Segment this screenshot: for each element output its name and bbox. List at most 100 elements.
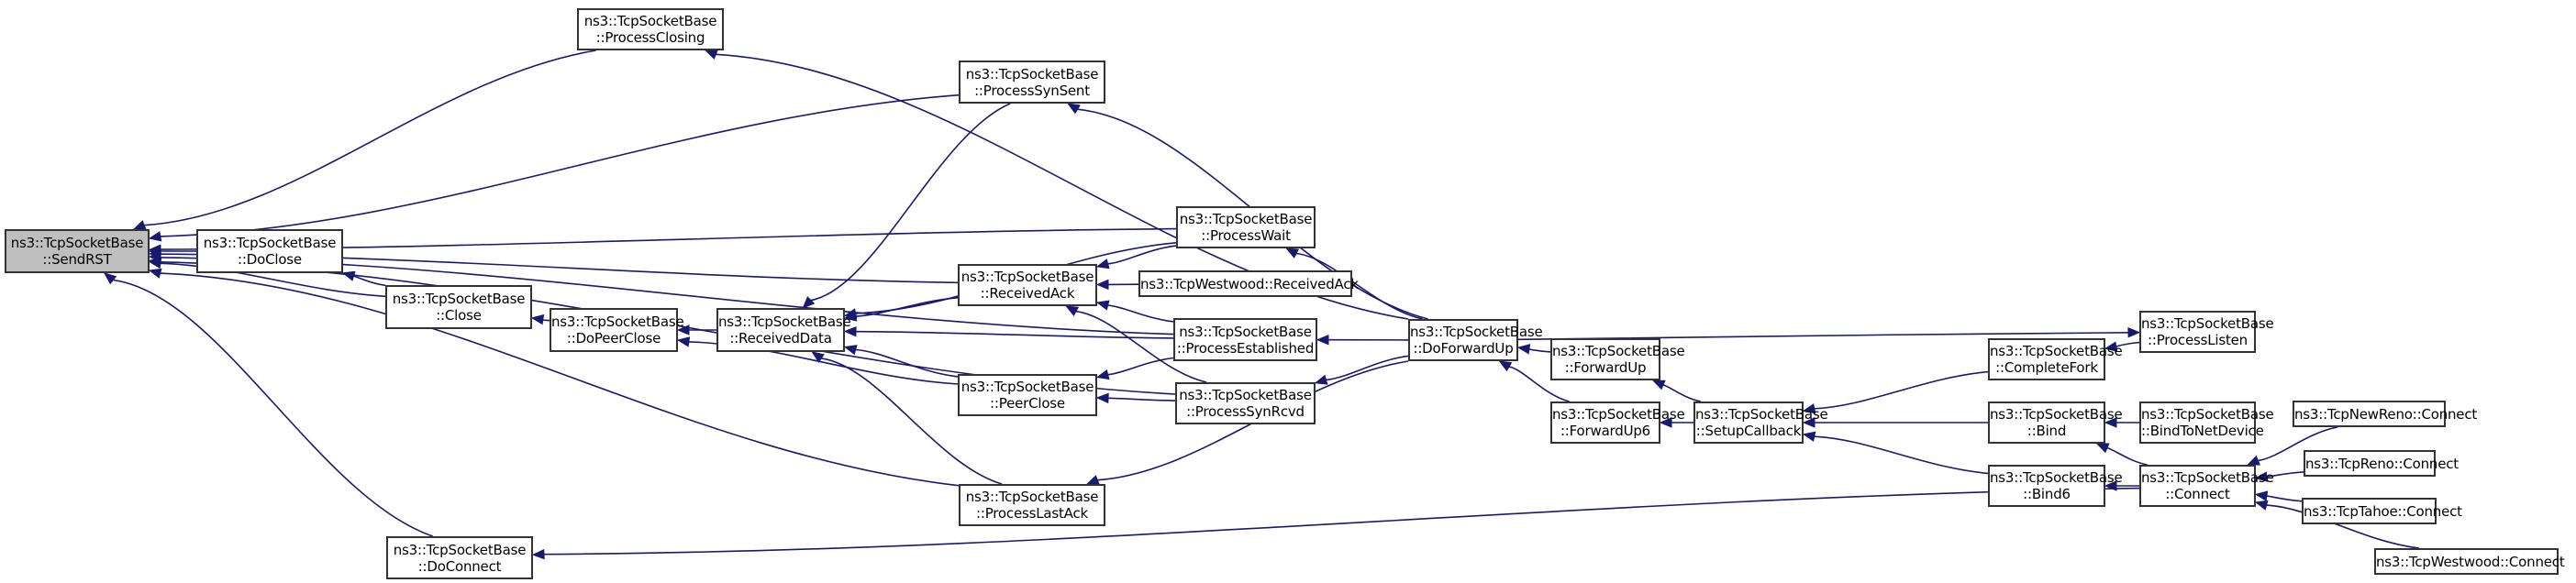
- arrowhead-icon: [811, 351, 825, 363]
- node-close[interactable]: ns3::TcpSocketBase ::Close: [385, 285, 532, 329]
- arrowhead-icon: [676, 324, 690, 336]
- edge-docconnect-to-sendrst: [113, 279, 433, 537]
- node-setupcallback-method: ::SetupCallback: [1695, 423, 1802, 439]
- arrowhead-icon: [676, 336, 691, 347]
- node-doforwardup[interactable]: ns3::TcpSocketBase ::DoForwardUp: [1408, 319, 1543, 361]
- node-processclosing-method: ::ProcessClosing: [595, 29, 705, 46]
- arrowhead-icon: [1802, 431, 1816, 442]
- node-forwardup6[interactable]: ns3::TcpSocketBase ::ForwardUp6: [1550, 402, 1685, 444]
- arrowhead-icon: [148, 248, 161, 259]
- node-bind-class: ns3::TcpSocketBase: [1990, 406, 2123, 423]
- node-processlisten-class: ns3::TcpSocketBase: [2141, 315, 2274, 332]
- arrowhead-icon: [843, 325, 857, 337]
- node-peerclose-method: ::PeerClose: [990, 395, 1065, 412]
- edge-processlisten-to-completefork: [2115, 341, 2140, 347]
- node-forwardup6-class: ns3::TcpSocketBase: [1552, 406, 1685, 423]
- node-newreno-connect[interactable]: ns3::TcpNewReno::Connect: [2293, 401, 2478, 427]
- arrowhead-icon: [1802, 403, 1816, 414]
- node-processsynrcvd[interactable]: ns3::TcpSocketBase ::ProcessSynRcvd: [1175, 382, 1316, 424]
- node-newreno-connect-label: ns3::TcpNewReno::Connect: [2294, 405, 2478, 423]
- node-processestablished[interactable]: ns3::TcpSocketBase ::ProcessEstablished: [1173, 318, 1317, 361]
- node-reno-connect[interactable]: ns3::TcpReno::Connect: [2304, 450, 2459, 477]
- node-bindtonetdevice-method: ::BindToNetDevice: [2141, 423, 2264, 439]
- edge-tahoeconnect-to-connect: [2266, 495, 2303, 502]
- arrowhead-icon: [843, 311, 858, 322]
- node-processlisten-method: ::ProcessListen: [2148, 332, 2248, 348]
- node-sendrst-class: ns3::TcpSocketBase: [10, 235, 144, 251]
- node-doconnect-class: ns3::TcpSocketBase: [393, 541, 527, 558]
- node-tahoe-connect[interactable]: ns3::TcpTahoe::Connect: [2302, 498, 2462, 524]
- arrowhead-icon: [1516, 344, 1531, 355]
- node-processsynsent[interactable]: ns3::TcpSocketBase ::ProcessSynSent: [959, 60, 1105, 104]
- arrowhead-icon: [1498, 360, 1513, 372]
- node-receiveddata[interactable]: ns3::TcpSocketBase ::ReceivedData: [716, 308, 851, 352]
- arrowhead-icon: [2247, 455, 2261, 466]
- edge-bind6-to-setupcallback: [1814, 435, 1989, 475]
- edge-westwoodconnect-to-connect: [2266, 504, 2420, 549]
- node-receivedack[interactable]: ns3::TcpSocketBase ::ReceivedAck: [958, 264, 1097, 306]
- edge-processsynrcvd-to-peerclose: [1107, 397, 1176, 402]
- node-bind-method: ::Bind: [2026, 423, 2067, 439]
- arrowhead-icon: [2254, 471, 2269, 482]
- node-processlisten[interactable]: ns3::TcpSocketBase ::ProcessListen: [2139, 311, 2274, 353]
- edge-forwardup-to-doforwardup: [1528, 347, 1551, 353]
- node-doconnect-method: ::DoConnect: [417, 557, 502, 575]
- node-forwardup[interactable]: ns3::TcpSocketBase ::ForwardUp: [1550, 338, 1685, 380]
- node-dopeerclose-method: ::DoPeerClose: [566, 330, 661, 346]
- node-dopeerclose[interactable]: ns3::TcpSocketBase ::DoPeerClose: [550, 308, 684, 352]
- node-peerclose[interactable]: ns3::TcpSocketBase ::PeerClose: [958, 374, 1097, 416]
- node-forwardup-class: ns3::TcpSocketBase: [1552, 343, 1685, 359]
- edge-processsynsent-to-sendrst: [160, 94, 960, 237]
- edge-peerclose-to-receiveddata: [855, 348, 959, 378]
- node-forwardup6-method: ::ForwardUp6: [1560, 423, 1651, 439]
- arrowhead-icon: [2104, 341, 2118, 352]
- node-doclose-class: ns3::TcpSocketBase: [203, 235, 337, 251]
- node-doclose-method: ::DoClose: [238, 251, 302, 268]
- node-sendrst: ns3::TcpSocketBase ::SendRST: [5, 229, 150, 273]
- node-bindtonetdevice[interactable]: ns3::TcpSocketBase ::BindToNetDevice: [2139, 402, 2274, 444]
- node-processlastack[interactable]: ns3::TcpSocketBase ::ProcessLastAck: [959, 484, 1105, 526]
- arrowhead-icon: [2127, 327, 2141, 338]
- node-connect[interactable]: ns3::TcpSocketBase ::Connect: [2139, 465, 2274, 507]
- node-connect-class: ns3::TcpSocketBase: [2141, 469, 2274, 486]
- node-close-method: ::Close: [436, 307, 482, 324]
- node-westwood-connect[interactable]: ns3::TcpWestwood::Connect: [2374, 548, 2565, 575]
- node-doforwardup-method: ::DoForwardUp: [1413, 340, 1514, 357]
- node-sendrst-method: ::SendRST: [42, 251, 112, 268]
- arrowhead-icon: [1651, 380, 1666, 390]
- node-processwait-method: ::ProcessWait: [1201, 227, 1291, 244]
- node-westwood-receivedack[interactable]: ns3::TcpWestwood::ReceivedAck: [1138, 270, 1359, 297]
- node-processlastack-method: ::ProcessLastAck: [976, 505, 1088, 522]
- node-setupcallback[interactable]: ns3::TcpSocketBase ::SetupCallback: [1693, 402, 1828, 444]
- node-peerclose-class: ns3::TcpSocketBase: [960, 379, 1094, 395]
- arrowhead-icon: [1285, 248, 1300, 258]
- arrowhead-icon: [1085, 475, 1100, 485]
- edge-connect-to-docconnect: [543, 487, 2140, 556]
- node-bind[interactable]: ns3::TcpSocketBase ::Bind: [1988, 402, 2123, 444]
- arrowhead-icon: [531, 548, 545, 560]
- node-doclose[interactable]: ns3::TcpSocketBase ::DoClose: [196, 229, 343, 273]
- arrowhead-icon: [530, 314, 545, 325]
- node-setupcallback-class: ns3::TcpSocketBase: [1695, 406, 1828, 423]
- arrowhead-icon: [132, 220, 147, 230]
- arrowhead-icon: [2254, 490, 2269, 501]
- node-processclosing-class: ns3::TcpSocketBase: [583, 13, 717, 29]
- node-doconnect[interactable]: ns3::TcpSocketBase ::DoConnect: [386, 536, 533, 579]
- node-receiveddata-method: ::ReceivedData: [729, 330, 832, 346]
- node-processsynrcvd-method: ::ProcessSynRcvd: [1186, 403, 1305, 420]
- node-processclosing[interactable]: ns3::TcpSocketBase ::ProcessClosing: [577, 8, 724, 50]
- edge-processclosing-to-sendrst: [144, 50, 596, 226]
- node-completefork-class: ns3::TcpSocketBase: [1990, 343, 2123, 359]
- node-bind6[interactable]: ns3::TcpSocketBase ::Bind6: [1988, 465, 2123, 507]
- node-close-class: ns3::TcpSocketBase: [392, 291, 526, 307]
- node-processwait[interactable]: ns3::TcpSocketBase ::ProcessWait: [1176, 206, 1316, 248]
- edge-doforwardup-to-processsynrcvd: [1326, 355, 1409, 381]
- node-receivedack-method: ::ReceivedAck: [980, 285, 1075, 302]
- node-completefork[interactable]: ns3::TcpSocketBase ::CompleteFork: [1988, 338, 2123, 380]
- node-doforwardup-class: ns3::TcpSocketBase: [1410, 324, 1543, 340]
- arrowhead-icon: [148, 231, 162, 242]
- arrowhead-icon: [103, 272, 117, 285]
- edge-processsynsent-to-receiveddata: [810, 103, 1011, 302]
- arrowhead-icon: [704, 50, 718, 60]
- edge-forwardup6-to-doforwardup: [1508, 366, 1570, 402]
